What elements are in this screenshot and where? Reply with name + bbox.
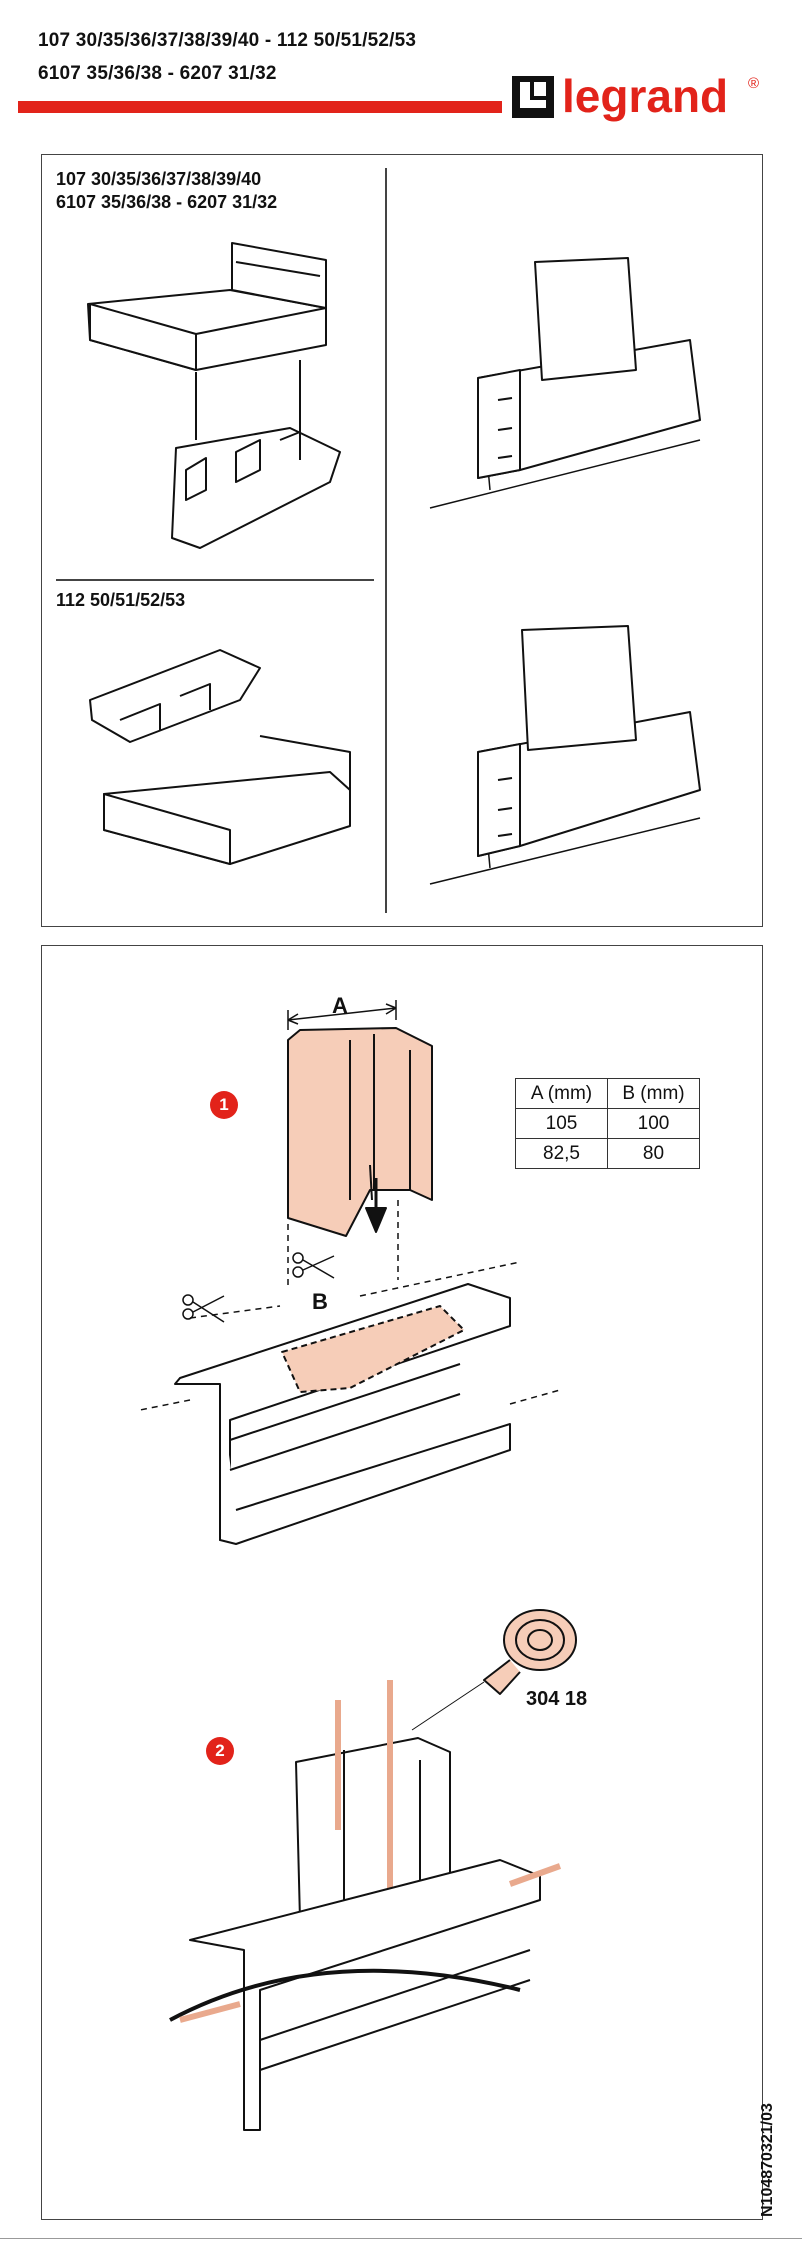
dimension-b-label: B [312,1289,328,1314]
tee-cover-illustration-1 [87,242,327,371]
table-header-cell: A (mm) [515,1078,608,1109]
tee-base-illustration-1 [171,360,341,549]
cable-tape-roll-icon [483,1609,577,1695]
table-cell: 105 [515,1108,608,1139]
table-row: 82,5 80 [515,1138,700,1169]
trunking-cut-illustration [139,1283,561,1545]
logo-wordmark: legrand [562,70,728,122]
dimension-a-marker [287,1000,397,1030]
group1-refs-line1: 107 30/35/36/37/38/39/40 [56,169,262,189]
logo-registered: ® [748,75,759,92]
step-1-badge: 1 [210,1091,238,1119]
group1-refs-line2: 6107 35/36/38 - 6207 31/32 [56,192,278,212]
cover-piece-illustration [287,1027,433,1237]
header-refs-line1: 107 30/35/36/37/38/39/40 - 112 50/51/52/… [38,30,417,51]
table-header-row: A (mm) B (mm) [515,1078,700,1109]
logo-mark-icon [512,76,554,118]
installation-panel [41,945,763,2220]
group2-refs: 112 50/51/52/53 [56,590,186,610]
brand-bar [18,101,502,113]
bottom-rule [0,2238,802,2239]
assembled-tee-illustration-1 [429,257,701,509]
document-code: N104870321/03 [759,2103,776,2217]
table-cell: 82,5 [515,1138,608,1169]
dimensions-table: A (mm) B (mm) 105 100 82,5 80 [515,1078,700,1169]
step-2-badge: 2 [206,1737,234,1765]
scissors-icon-2 [182,1294,225,1323]
legrand-logo: legrand ® [510,68,778,134]
dimension-a-label: A [332,993,348,1018]
header-refs-line2: 6107 35/36/38 - 6207 31/32 [38,63,277,84]
arrow-down-icon [365,1178,387,1233]
tee-joint-illustration-2 [89,649,261,743]
table-row: 105 100 [515,1108,700,1139]
tee-cover-illustration-2 [103,735,351,865]
tape-reference-label: 304 18 [526,1688,588,1710]
scissors-icon-1 [292,1252,335,1279]
table-cell: 100 [607,1108,700,1139]
table-header-cell: B (mm) [607,1078,700,1109]
assembled-tee-illustration-2 [429,625,701,885]
compatibility-panel [41,154,763,927]
table-cell: 80 [607,1138,700,1169]
panel-divider-horizontal [56,579,374,581]
assembled-tee-wiring-illustration [169,1680,562,2131]
panel-divider-vertical [385,168,387,913]
